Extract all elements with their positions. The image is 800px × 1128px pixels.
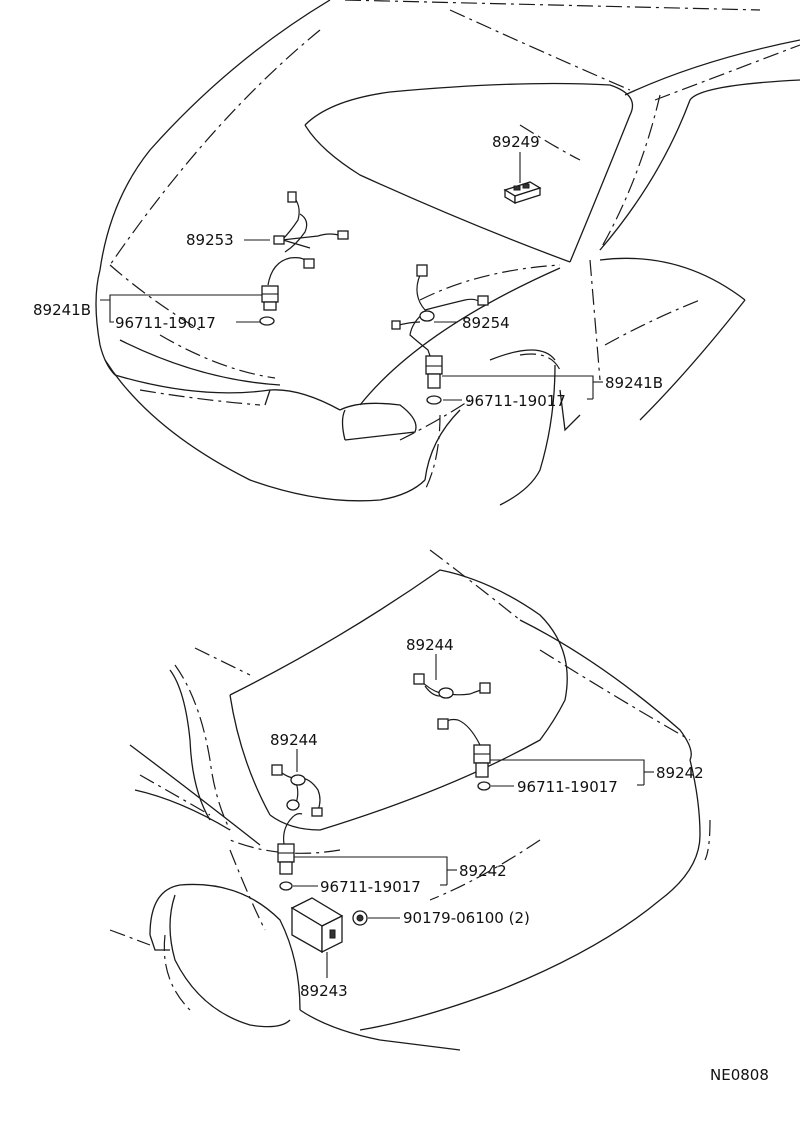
- harness-89253-icon: [273, 191, 349, 253]
- computer-89243-icon: [290, 897, 344, 954]
- label-89241b-left: 89241B: [33, 301, 91, 319]
- label-89242-lower: 89242: [459, 862, 507, 880]
- harness-89254-icon: [391, 264, 489, 357]
- label-89244-upper: 89244: [406, 636, 454, 654]
- bracket-89242-lower: [294, 856, 448, 885]
- label-89254: 89254: [462, 314, 510, 332]
- bracket-89241b-left: [100, 294, 262, 301]
- label-96711-right: 96711-19017: [465, 392, 566, 410]
- label-89249: 89249: [492, 133, 540, 151]
- bracket-89242-upper: [490, 759, 645, 785]
- screw-90179-icon: [352, 910, 368, 926]
- top-car-outline: [95, 0, 800, 506]
- sensor-89242-lower-icon: [277, 813, 303, 891]
- sensor-89242-upper-icon: [437, 718, 491, 791]
- label-96711-left: 96711-19017: [115, 314, 216, 332]
- label-89243: 89243: [300, 982, 348, 1000]
- label-89241b-right: 89241B: [605, 374, 663, 392]
- part-89249-icon: [503, 181, 542, 205]
- label-90179: 90179-06100 (2): [403, 909, 530, 927]
- bottom-car-outline: [109, 549, 711, 1051]
- sensor-89241b-left-icon: [259, 257, 315, 326]
- label-89242-upper: 89242: [656, 764, 704, 782]
- bracket-89241b-right: [442, 375, 594, 399]
- label-96711-lower: 96711-19017: [320, 878, 421, 896]
- sensor-89241b-right-icon: [425, 355, 443, 405]
- harness-89244-lower-icon: [271, 764, 323, 817]
- label-89253: 89253: [186, 231, 234, 249]
- label-96711-upper: 96711-19017: [517, 778, 618, 796]
- diagram-code: NE0808: [710, 1066, 769, 1084]
- harness-89244-upper-icon: [413, 673, 491, 699]
- label-89244-lower: 89244: [270, 731, 318, 749]
- bracket-96711-left: [109, 300, 114, 323]
